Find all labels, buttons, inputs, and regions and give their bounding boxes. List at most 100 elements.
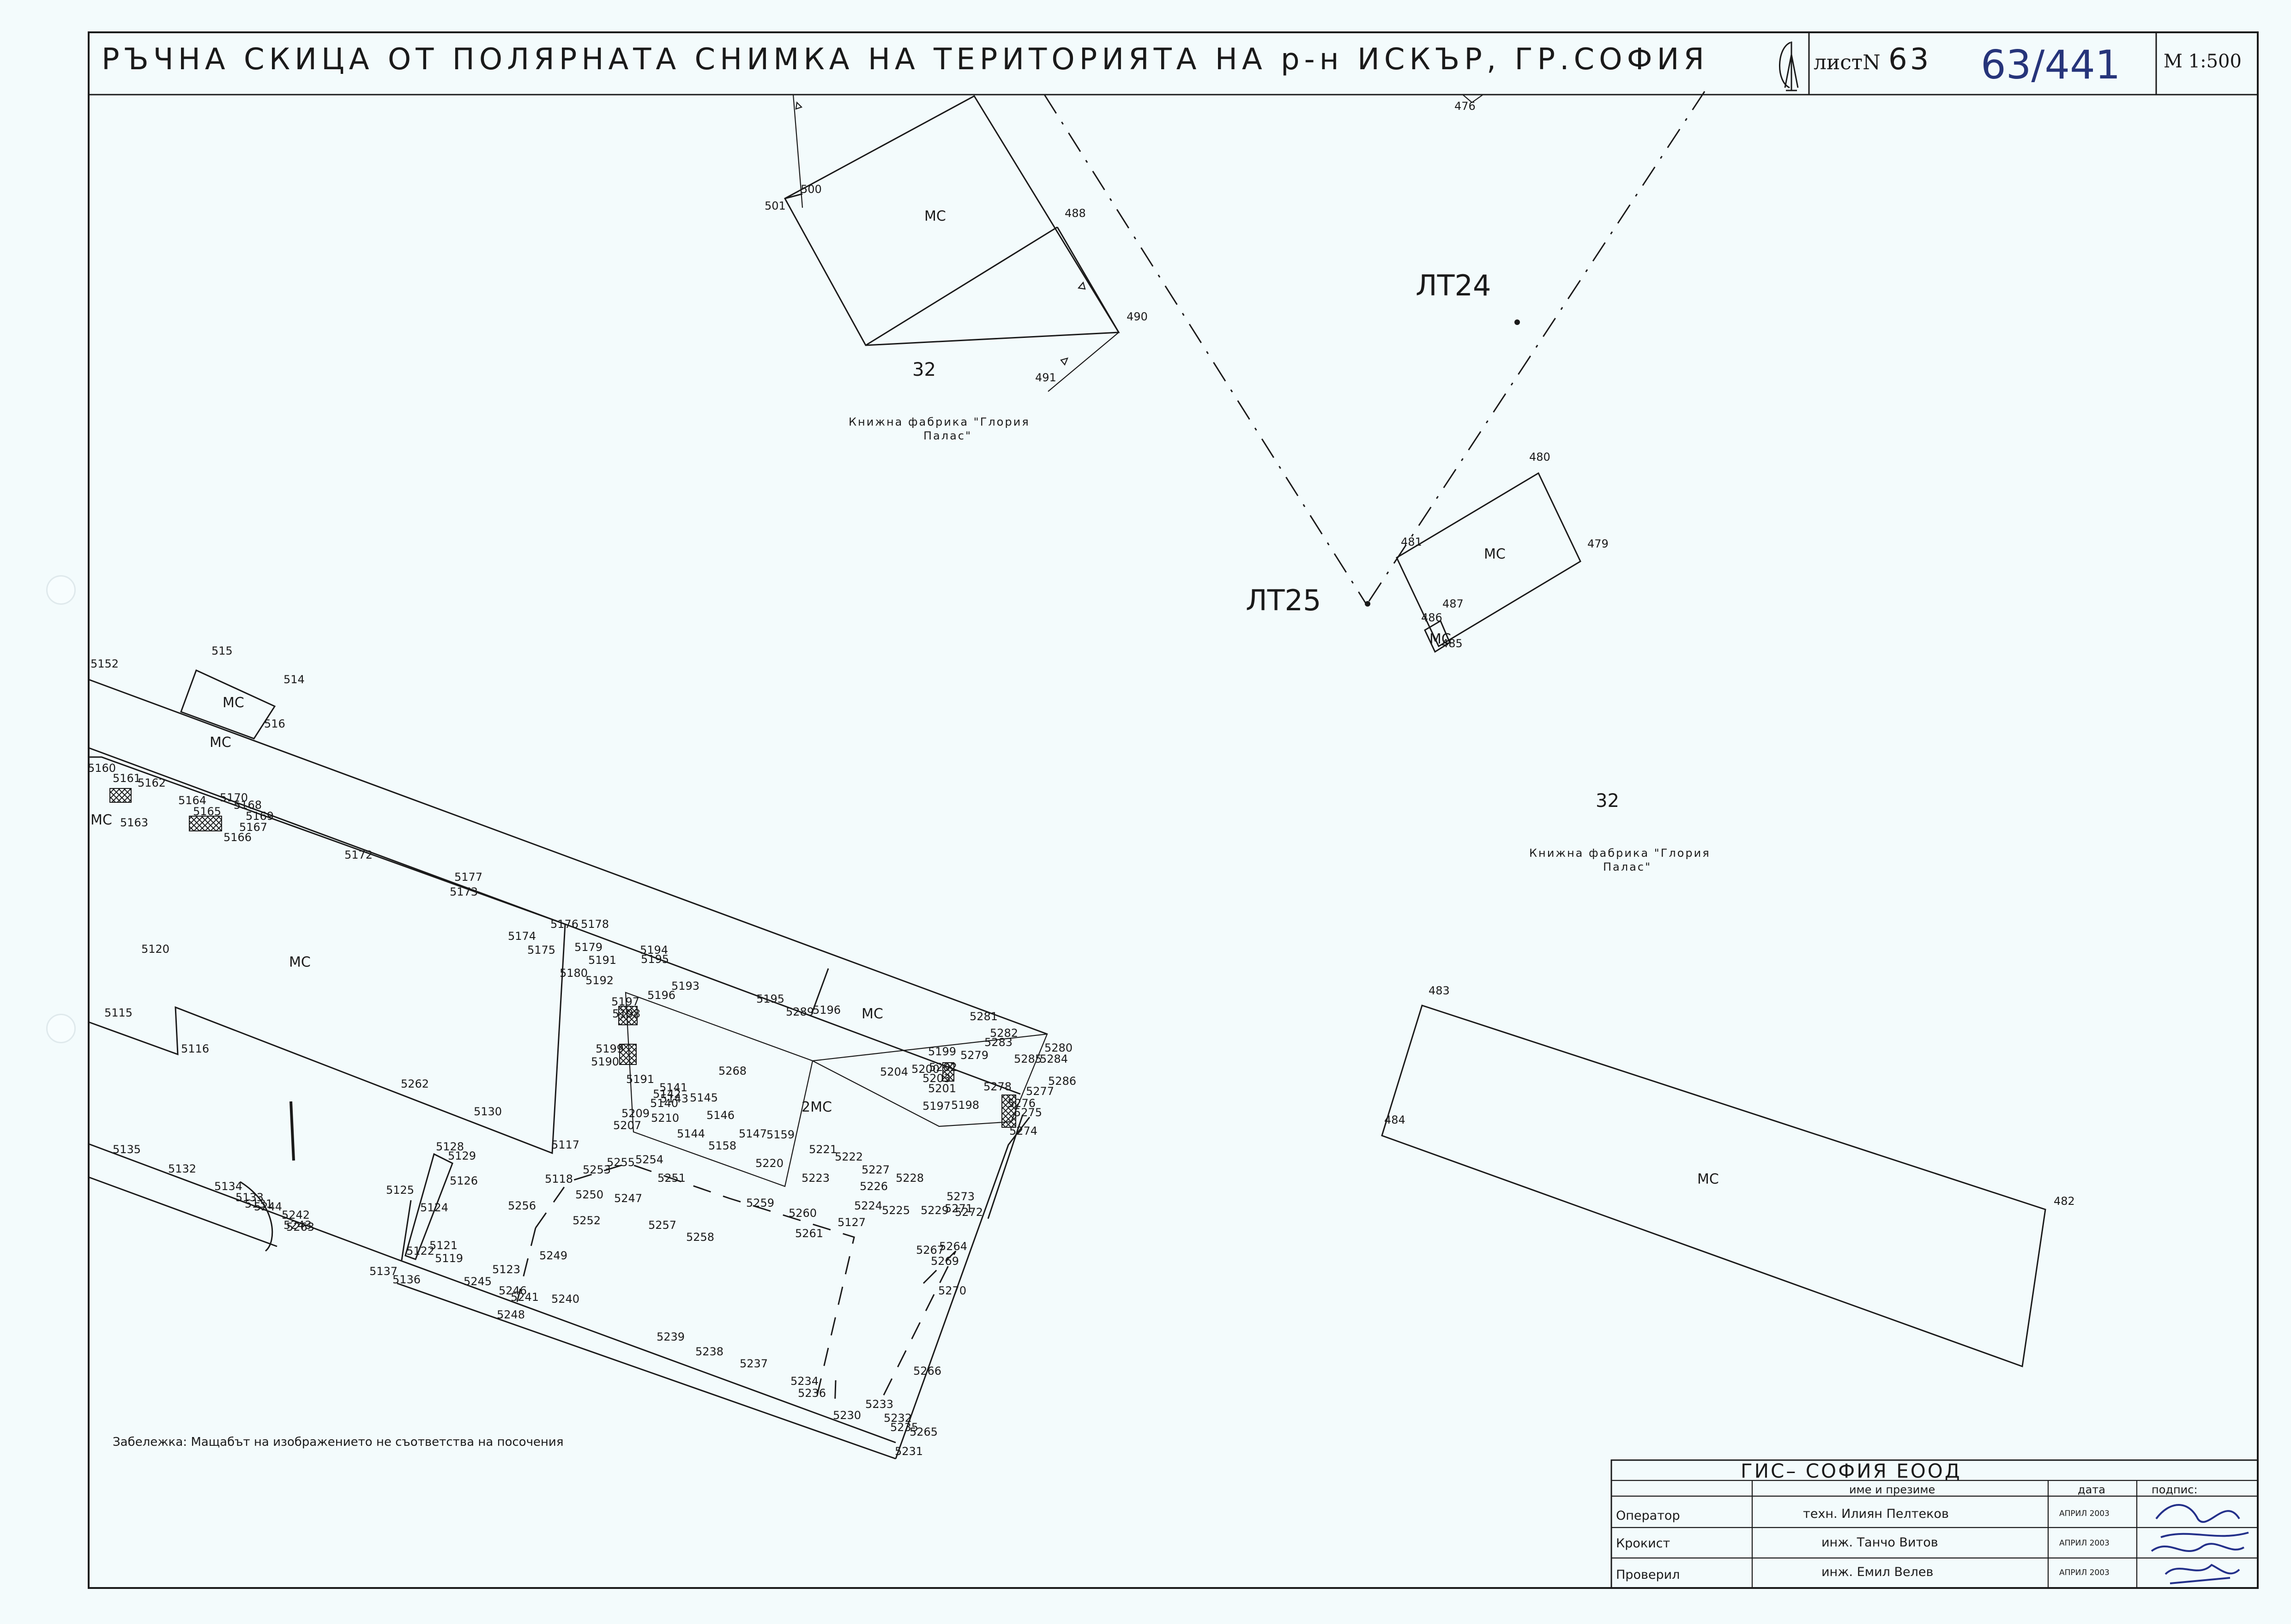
point-label: 514 [283, 673, 305, 686]
lower-strip [88, 1101, 1031, 1460]
point-label: 5257 [648, 1219, 676, 1232]
point-label: 5128 [436, 1140, 464, 1153]
building-left-mc [88, 756, 566, 1155]
owner-right-line2: Палас" [1603, 860, 1652, 873]
point-label: 5198 [951, 1099, 979, 1112]
building-480-479 [1396, 472, 1581, 648]
point-label: 5197 [611, 995, 639, 1008]
point-label: 5285 [1014, 1053, 1042, 1065]
point-label: 5130 [474, 1105, 502, 1118]
point-label: 5262 [401, 1077, 429, 1090]
point-label: 5118 [545, 1173, 573, 1185]
point-label: 491 [1035, 371, 1056, 384]
building-label: МС [862, 1006, 883, 1022]
dashed-outlines [516, 1162, 957, 1408]
point-label: 5243 [283, 1219, 312, 1232]
date-krokist: АПРИЛ 2003 [2059, 1539, 2110, 1548]
point-label: 5199 [928, 1045, 956, 1058]
point-label: 5207 [613, 1119, 641, 1132]
point-label: 5280 [1044, 1041, 1073, 1054]
point-label: 5170 [220, 791, 248, 804]
point-label: 490 [1127, 310, 1148, 323]
point-label: 5275 [1014, 1106, 1042, 1119]
point-label: 5246 [499, 1284, 527, 1297]
role-checked: Проверил [1616, 1568, 1680, 1582]
point-label: 486 [1421, 611, 1442, 624]
role-operator: Оператор [1616, 1509, 1680, 1523]
point-label: 5210 [651, 1112, 679, 1125]
point-label: 5268 [718, 1065, 747, 1077]
point-label: 5177 [454, 871, 482, 884]
sheet-title: РЪЧНА СКИЦА ОТ ПОЛЯРНАТА СНИМКА НА ТЕРИТ… [102, 42, 1709, 77]
point-label: 5194 [640, 944, 668, 956]
point-label: 5132 [168, 1162, 196, 1175]
point-label: 479 [1587, 537, 1609, 550]
point-label: 5270 [938, 1284, 966, 1297]
point-label: 5276 [1007, 1097, 1036, 1110]
point-label: 5163 [120, 816, 148, 829]
building-label: МС [1484, 546, 1506, 562]
point-label: 5231 [895, 1445, 923, 1458]
point-label: 5137 [369, 1265, 398, 1278]
point-label: 5146 [706, 1109, 735, 1122]
point-label: 5117 [551, 1138, 579, 1151]
point-label: 5116 [181, 1042, 209, 1055]
station-ray-lt24 [1366, 91, 1706, 605]
owner-upper-line1: Книжна фабрика "Глория [849, 415, 1030, 428]
point-label: 488 [1065, 207, 1086, 220]
point-label: 483 [1429, 984, 1450, 997]
point-label: 5209 [621, 1107, 650, 1120]
point-label: 5284 [1040, 1053, 1068, 1065]
owner-right-line1: Книжна фабрика "Глория [1529, 847, 1711, 860]
point-label: 5233 [865, 1398, 893, 1411]
point-label: 5222 [835, 1150, 863, 1163]
name-checked: инж. Емил Велев [1821, 1565, 1933, 1579]
building-label: МС [289, 954, 311, 970]
date-checked: АПРИЛ 2003 [2059, 1568, 2110, 1577]
point-label: 5191 [588, 954, 616, 967]
point-label: 501 [765, 199, 786, 212]
point-label: 5134 [214, 1180, 242, 1193]
point-label: 5255 [607, 1156, 635, 1169]
station-label-lt24: ЛТ24 [1416, 269, 1491, 302]
point-label: 5286 [1048, 1075, 1076, 1088]
handwritten-signatures [2151, 1504, 2249, 1584]
lot-number-upper: 32 [912, 359, 936, 380]
point-label: 5145 [690, 1091, 718, 1104]
building-label: МС [1429, 631, 1451, 647]
point-label: 5228 [896, 1172, 924, 1185]
point-label: 5220 [755, 1157, 784, 1170]
point-label: 5224 [854, 1199, 882, 1212]
point-label: 5241 [511, 1291, 539, 1304]
sheet-number: 63 [1888, 42, 1931, 77]
col-header-sign: подпис: [2152, 1483, 2198, 1496]
point-label: 487 [1442, 597, 1464, 610]
hatch-block-5199 [619, 1044, 637, 1065]
point-label: 481 [1401, 535, 1422, 548]
point-label: 5193 [671, 980, 699, 992]
point-label: 5120 [141, 943, 169, 956]
role-krokist: Крокист [1616, 1536, 1670, 1551]
point-label: 5192 [585, 974, 614, 987]
point-label: 515 [211, 644, 233, 657]
point-label: 485 [1441, 637, 1463, 650]
point-label: 5239 [657, 1330, 685, 1343]
point-label: 5267 [916, 1244, 944, 1257]
sheet-number-prefix: листN [1814, 51, 1881, 74]
punch-hole-top [46, 575, 76, 605]
point-label: 5235 [890, 1421, 918, 1434]
point-label: 5272 [955, 1206, 983, 1219]
point-label: 5167 [239, 821, 267, 834]
point-label: 5199 [596, 1042, 624, 1055]
point-label: 5247 [614, 1192, 642, 1205]
point-label: 5234 [790, 1375, 819, 1388]
point-label: 5178 [581, 918, 609, 931]
upper-parcel [784, 94, 1120, 392]
point-label: 5260 [789, 1207, 817, 1220]
point-label: 5131 [245, 1197, 273, 1210]
point-label: 5141 [659, 1081, 687, 1094]
point-label: 5135 [113, 1143, 141, 1156]
point-label: 5237 [740, 1357, 768, 1370]
building-483-482 [1381, 1004, 2046, 1368]
